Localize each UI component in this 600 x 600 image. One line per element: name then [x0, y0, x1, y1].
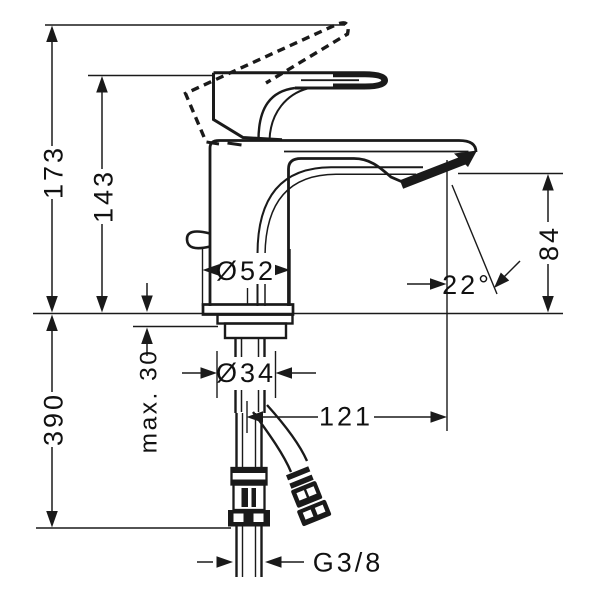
dimension-labels: 173 143 390 max. 30 84 Ø52 Ø34 121 22° G… — [39, 145, 565, 578]
spout-underside — [287, 157, 404, 306]
dimension-thread-size — [197, 556, 304, 568]
body-spout-outline — [208, 139, 478, 306]
label-overall-height: 173 — [39, 145, 69, 199]
label-shank-diameter: Ø34 — [216, 358, 276, 388]
arrowhead-up — [46, 25, 58, 42]
hose-crimp-fitting — [232, 483, 266, 512]
faucet-drawing — [183, 21, 478, 577]
arrowhead-up — [141, 327, 153, 344]
handle-raised-dashed-outline — [183, 21, 350, 138]
label-hose-length: 390 — [39, 392, 69, 446]
supply-hose-diagonal — [252, 404, 332, 527]
crimp-mark — [251, 488, 256, 507]
label-base-diameter: Ø52 — [216, 256, 276, 286]
arrowhead-down — [96, 296, 108, 313]
dimension-shank-diameter — [182, 367, 316, 379]
spout-tip-wedge — [454, 150, 477, 167]
cartridge-escutcheon — [212, 72, 283, 142]
arrowhead-right — [430, 411, 447, 423]
hose-wall-inner — [241, 413, 257, 468]
arrowhead-left — [275, 367, 292, 379]
leader-line — [503, 260, 521, 278]
diagonal-hose-fitting — [285, 466, 332, 527]
lever-end-cap — [333, 72, 386, 89]
arrowhead-up — [542, 174, 554, 191]
label-spout-angle: 22° — [442, 270, 492, 300]
nut-slot — [296, 490, 307, 501]
nut-slot — [306, 486, 317, 497]
arrowhead-up — [46, 314, 58, 331]
nut-slot — [253, 513, 264, 522]
crimp-mark — [241, 488, 248, 507]
hose-collar-band — [231, 468, 267, 473]
arrowhead-right — [216, 556, 233, 568]
label-mask — [228, 357, 270, 390]
arrowhead-right — [273, 264, 290, 276]
hose-collar-band — [289, 474, 314, 489]
dimension-hose-length — [46, 314, 58, 528]
label-max-deck-thickness: max. 30 — [136, 349, 163, 454]
spout-waterway-curve — [264, 173, 416, 306]
dimension-spout-outlet-height — [542, 174, 554, 313]
arrowhead-diagonal — [494, 272, 510, 288]
arrowhead-down — [46, 511, 58, 528]
dimension-spout-angle — [407, 260, 521, 290]
drain-pull-knob — [185, 230, 211, 250]
hose-tail-inner — [241, 526, 257, 577]
lever-neck-inner — [268, 87, 308, 141]
spout-waterway-curve — [256, 166, 423, 306]
arrowhead-down — [46, 296, 58, 313]
nut-slot — [302, 509, 314, 520]
lever-neck-outer — [257, 86, 296, 141]
escutcheon-tick — [227, 141, 242, 147]
locknut-upper — [216, 313, 294, 325]
label-thread-size: G3/8 — [313, 548, 384, 578]
hose-wall — [252, 411, 293, 473]
arrowhead-up — [96, 76, 108, 93]
nut-slot — [314, 504, 326, 515]
arrowhead-down — [141, 295, 153, 312]
label-spout-outlet-height: 84 — [534, 225, 564, 261]
dimension-handle-height — [96, 76, 108, 313]
hose-tail — [235, 526, 263, 577]
hose-wall — [235, 413, 263, 468]
hose-collar-band — [231, 479, 267, 485]
arrowhead-left — [265, 556, 282, 568]
locknut-lower — [223, 322, 288, 340]
supply-hose-vertical — [228, 413, 270, 577]
hose-wall — [266, 404, 309, 462]
arrowhead-right — [430, 278, 447, 290]
dimension-overall-height — [46, 25, 58, 313]
hose-collar-band — [285, 466, 311, 481]
dimension-max-deck-thickness — [141, 283, 153, 356]
nut-slot — [233, 513, 244, 522]
angle-line-22deg — [451, 184, 498, 295]
aerator-face-band — [399, 155, 467, 189]
label-mask — [220, 253, 275, 284]
arrowhead-right — [200, 367, 217, 379]
arrowhead-down — [542, 296, 554, 313]
reference-lines — [33, 24, 563, 529]
label-spout-reach: 121 — [319, 402, 373, 432]
label-handle-height: 143 — [89, 169, 119, 223]
hose-crimp-fitting — [291, 481, 323, 508]
